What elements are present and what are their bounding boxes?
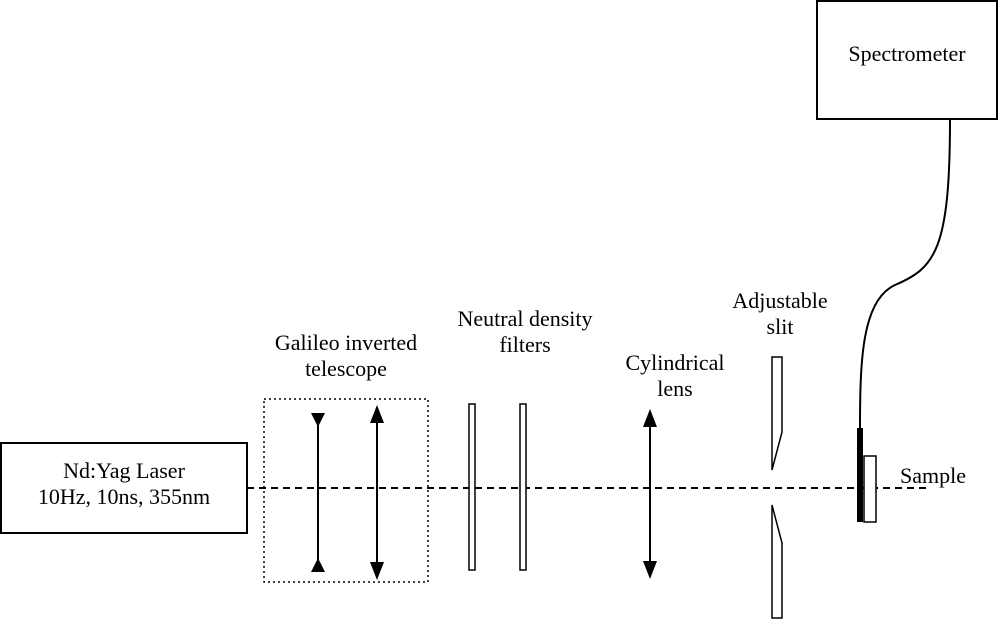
slit-label-line1: Adjustable xyxy=(732,288,828,313)
slit-label-line2: slit xyxy=(766,314,794,339)
filters-label-line1: Neutral density xyxy=(457,306,593,331)
slit-jaw-top xyxy=(771,356,783,471)
laser-label-line1: Nd:Yag Laser xyxy=(63,458,185,483)
slit-jaw-bottom xyxy=(771,504,783,619)
fiber-probe xyxy=(857,428,863,522)
cylindrical-lens-label: Cylindrical lens xyxy=(595,350,755,402)
diverging-lens xyxy=(311,413,325,572)
slit-label: Adjustable slit xyxy=(705,288,855,340)
filters-label-line2: filters xyxy=(499,332,551,357)
sample-label: Sample xyxy=(900,463,966,488)
laser-box xyxy=(0,442,248,534)
cylindrical-lens-label-line2: lens xyxy=(657,376,693,401)
nd-filter-2 xyxy=(519,403,527,571)
optical-fiber xyxy=(859,118,951,429)
spectrometer-label: Spectrometer xyxy=(848,41,966,66)
laser-label-line2: 10Hz, 10ns, 355nm xyxy=(37,484,211,509)
telescope-label-line2: telescope xyxy=(305,356,387,381)
laser-label: Nd:Yag Laser 10Hz, 10ns, 355nm xyxy=(1,458,247,510)
spectrometer-box xyxy=(816,0,998,120)
cylindrical-lens-shape xyxy=(643,409,657,579)
telescope-label: Galileo inverted telescope xyxy=(216,330,476,382)
converging-lens xyxy=(370,405,384,580)
telescope-label-line1: Galileo inverted xyxy=(274,330,418,355)
cylindrical-lens-label-line1: Cylindrical xyxy=(625,350,725,375)
filters-label: Neutral density filters xyxy=(420,306,630,358)
telescope-box xyxy=(263,398,429,583)
sample-holder xyxy=(863,455,877,523)
nd-filter-1 xyxy=(468,403,476,571)
